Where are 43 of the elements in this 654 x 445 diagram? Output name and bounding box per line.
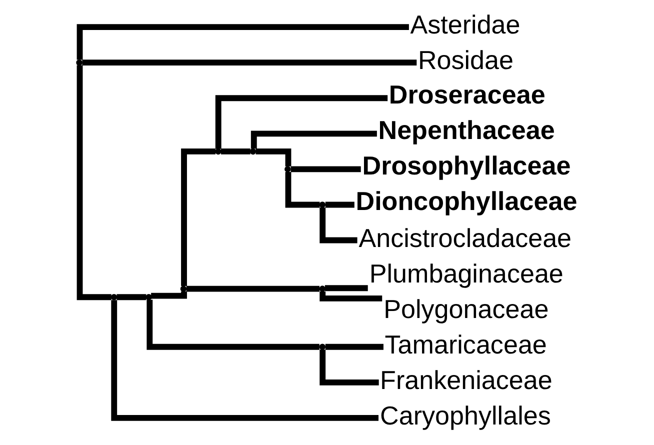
node-point (180, 286, 187, 292)
connector (116, 294, 146, 300)
connector (181, 148, 216, 286)
node-point (319, 344, 326, 350)
node-text: Dioncophyllaceae (356, 186, 578, 216)
node-text: Nepenthaceae (378, 115, 555, 146)
connector (250, 130, 377, 149)
node-text: Caryophyllales (380, 400, 551, 431)
node-text: Plumbaginaceae (369, 258, 564, 288)
node-text: Droseraceae (388, 80, 546, 110)
node-text: Asteridae (410, 10, 520, 40)
node-point (319, 202, 326, 208)
connector (76, 24, 409, 60)
connector (290, 166, 361, 172)
node-text: Polygonaceae (384, 294, 549, 324)
connector (325, 202, 354, 208)
connector (215, 95, 388, 149)
node-point (319, 286, 326, 292)
node-text: Drosophyllaceae (362, 150, 571, 181)
connector (82, 60, 417, 66)
connector (186, 286, 320, 292)
connector (220, 148, 250, 154)
node-point (250, 148, 256, 155)
connector (320, 350, 379, 386)
node-text: Ancistrocladaceae (358, 222, 572, 253)
node-point (110, 294, 118, 300)
connector (76, 65, 112, 300)
connector (151, 291, 187, 299)
node-text: Frankeniaceae (380, 365, 552, 396)
node-text: Tamaricaceae (384, 330, 547, 360)
connector (285, 172, 320, 208)
node-point (146, 294, 152, 300)
connector (320, 291, 382, 302)
connector (256, 148, 292, 166)
node-point (76, 59, 82, 66)
connector (146, 300, 320, 350)
connector (324, 285, 368, 292)
connector (111, 300, 378, 421)
node-point (284, 166, 291, 172)
node-point (215, 148, 222, 155)
connector (325, 344, 384, 350)
connector (320, 208, 358, 244)
node-text: Rosidae (418, 45, 514, 76)
